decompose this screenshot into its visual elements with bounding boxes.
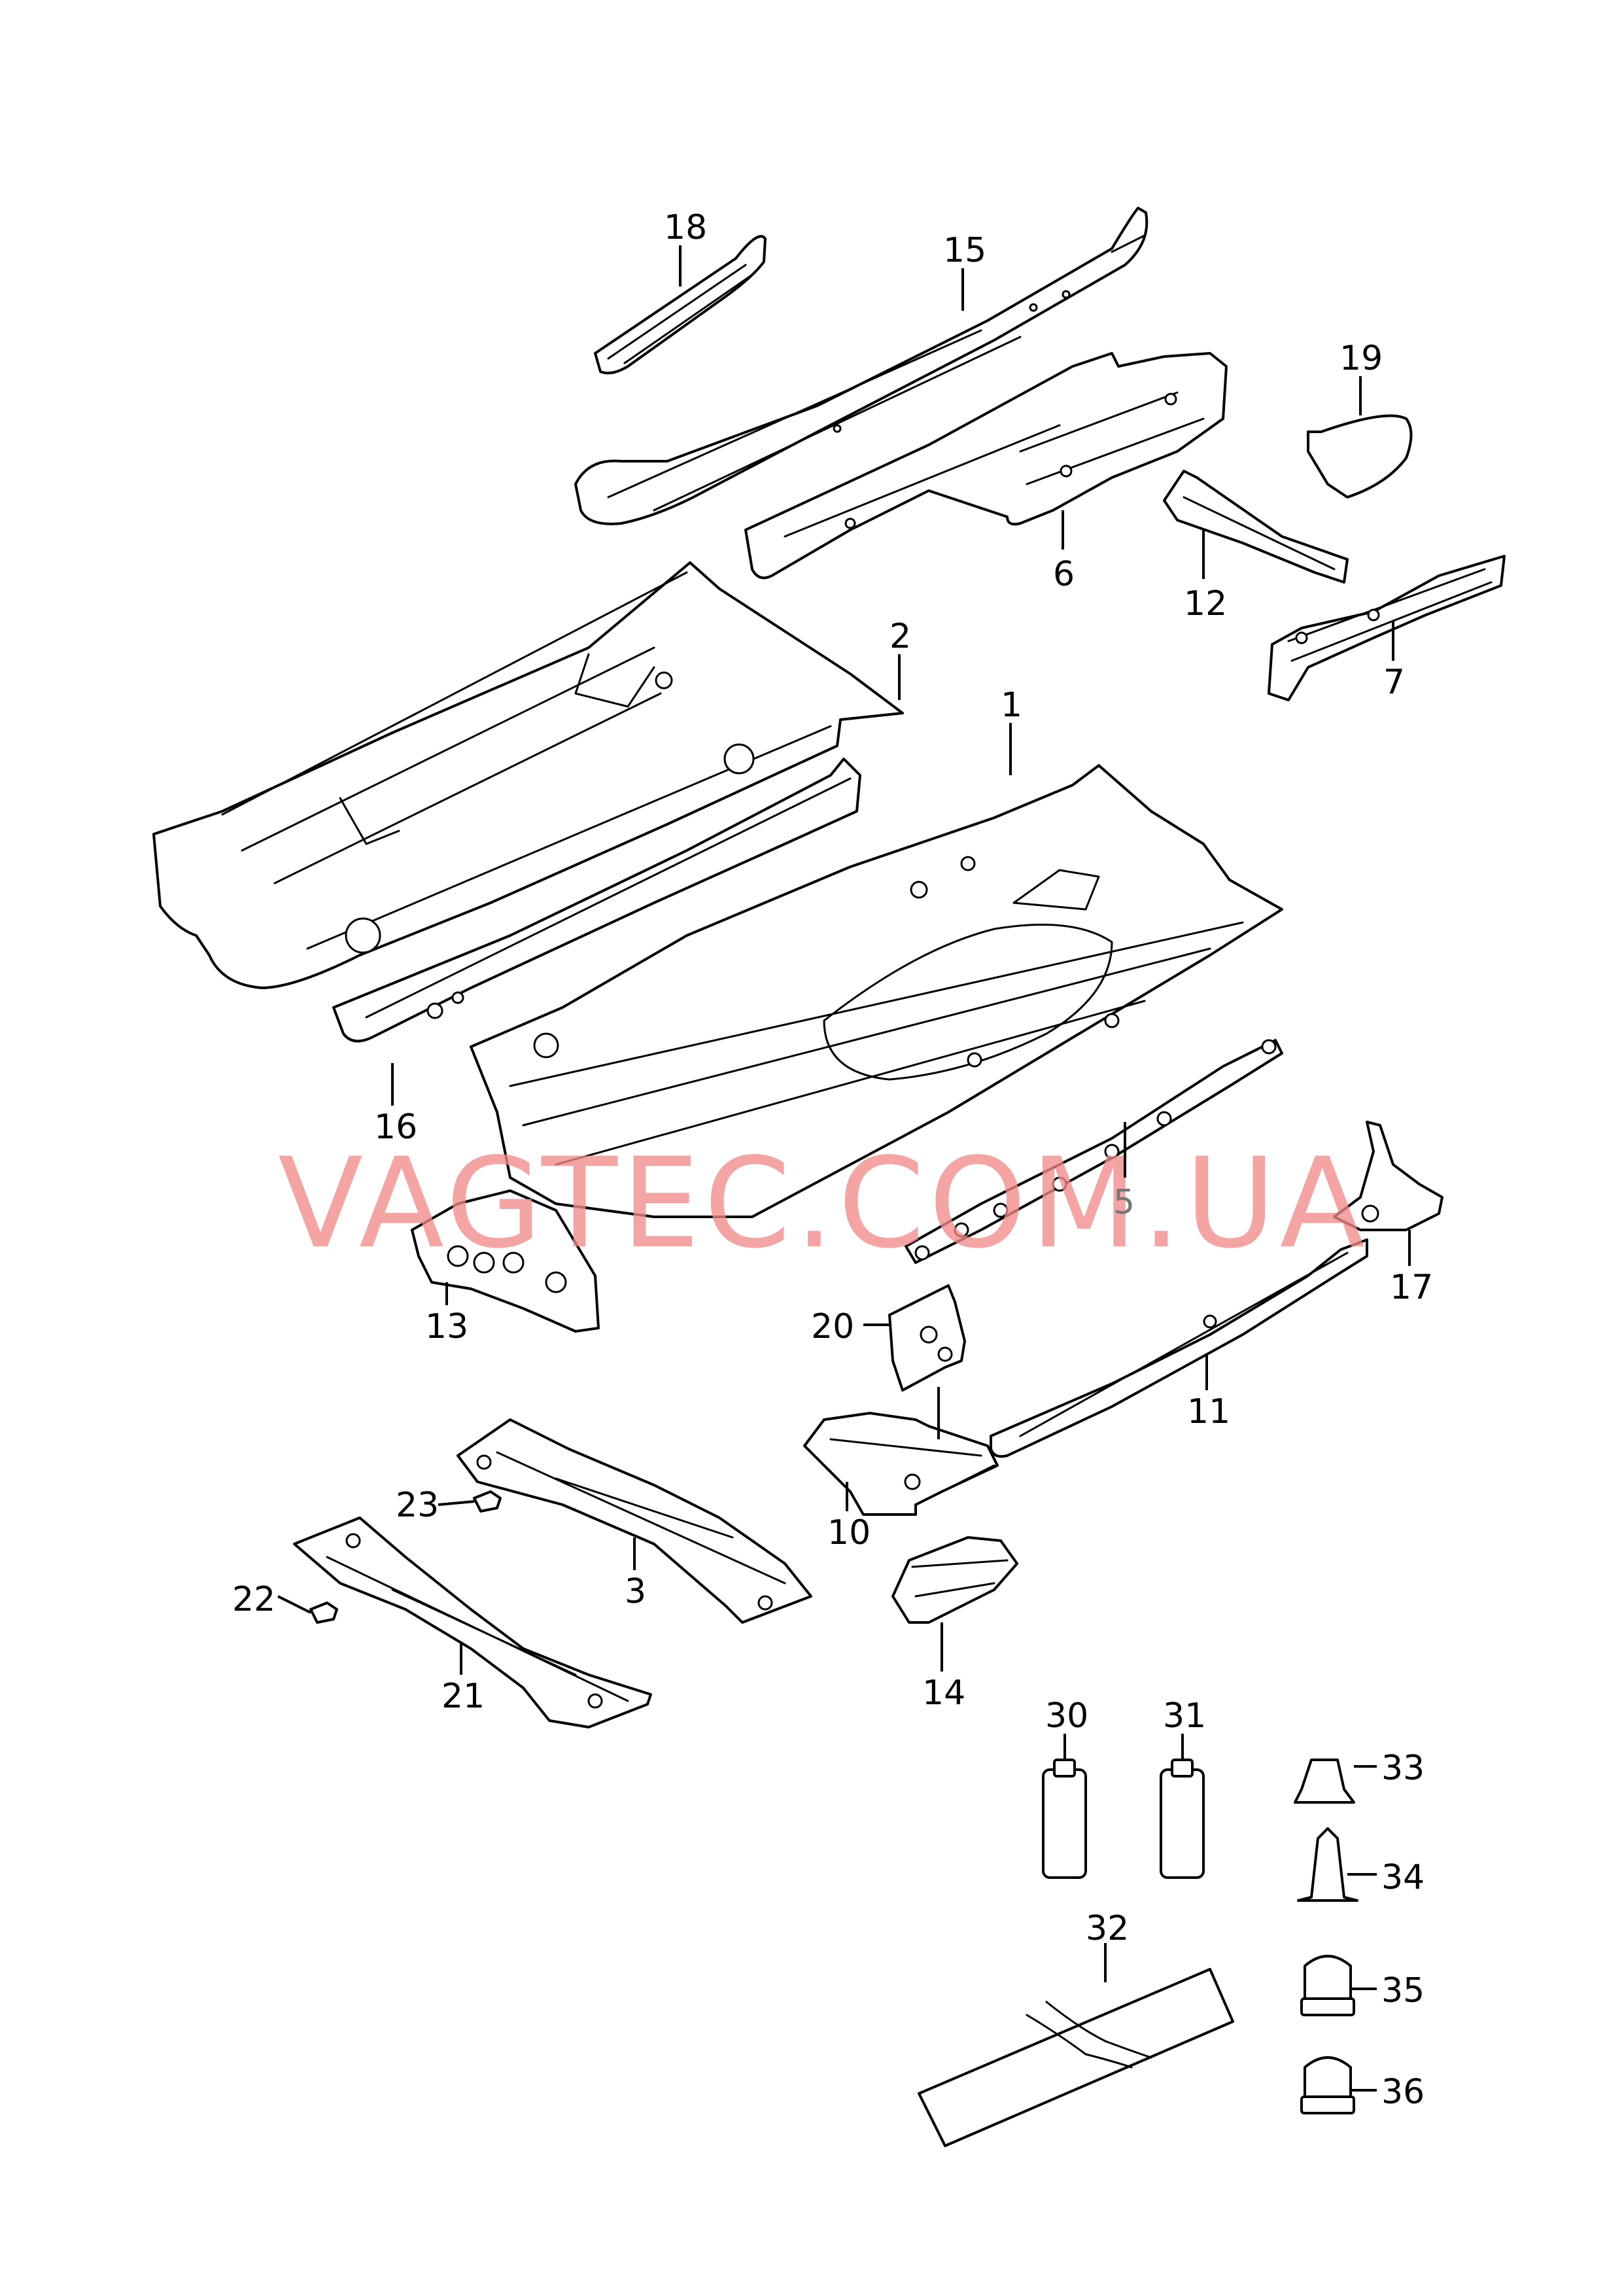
callout-6: 6 <box>1053 555 1075 594</box>
callout-19: 19 <box>1339 339 1383 378</box>
part-33-drawing <box>1294 1759 1355 1804</box>
callout-12: 12 <box>1184 584 1227 623</box>
callout-33: 33 <box>1381 1749 1425 1788</box>
part-6-drawing <box>744 352 1228 580</box>
callout-21: 21 <box>441 1677 485 1716</box>
part-12-drawing <box>1163 470 1349 584</box>
callout-35: 35 <box>1381 1971 1425 2010</box>
part-13-drawing <box>411 1189 600 1333</box>
callout-13: 13 <box>425 1307 468 1346</box>
callout-1: 1 <box>1001 686 1022 725</box>
part-31-drawing <box>1160 1759 1205 1879</box>
part-32-drawing <box>918 1968 1234 2147</box>
callout-16: 16 <box>374 1108 417 1147</box>
callout-32: 32 <box>1086 1909 1129 1948</box>
part-10-drawing <box>803 1412 999 1516</box>
part-35-drawing <box>1300 1955 1355 2016</box>
part-3-drawing <box>457 1418 812 1624</box>
callout-36: 36 <box>1381 2073 1425 2112</box>
callout-20: 20 <box>811 1307 854 1346</box>
callout-17: 17 <box>1390 1268 1433 1307</box>
part-18-drawing <box>594 235 767 375</box>
part-15-drawing <box>574 207 1149 525</box>
callout-labels: 18 15 19 6 12 7 2 1 16 5 17 13 20 11 10 … <box>232 208 1433 2112</box>
part-14-drawing <box>891 1536 1018 1624</box>
callout-34: 34 <box>1381 1858 1425 1897</box>
part-21-drawing <box>293 1516 652 1728</box>
part-11-drawing <box>990 1238 1368 1458</box>
part-17-drawing <box>1333 1121 1443 1231</box>
part-19-drawing <box>1307 414 1413 499</box>
callout-31: 31 <box>1163 1696 1206 1736</box>
watermark: VAGTEC.COM.UA <box>278 1131 1369 1276</box>
part-30-drawing <box>1042 1759 1087 1879</box>
callout-3: 3 <box>625 1572 646 1611</box>
callout-7: 7 <box>1383 663 1405 702</box>
callout-23: 23 <box>396 1486 439 1525</box>
callout-5: 5 <box>1113 1183 1135 1222</box>
part-36-drawing <box>1300 2056 1355 2114</box>
part-16-drawing <box>332 758 861 1043</box>
part-2-drawing <box>152 561 904 989</box>
part-23-drawing <box>473 1490 502 1513</box>
part-1-drawing <box>470 764 1283 1218</box>
part-22-drawing <box>309 1602 338 1624</box>
callout-14: 14 <box>922 1673 965 1713</box>
part-20-drawing <box>888 1284 966 1392</box>
part-7-drawing <box>1268 555 1506 701</box>
callout-18: 18 <box>664 208 707 247</box>
callout-22: 22 <box>232 1580 275 1619</box>
callout-30: 30 <box>1045 1696 1088 1736</box>
part-34-drawing <box>1297 1827 1358 1902</box>
callout-10: 10 <box>827 1513 871 1552</box>
callout-11: 11 <box>1187 1392 1230 1431</box>
leader-lines <box>277 245 1411 2092</box>
callout-2: 2 <box>890 617 911 656</box>
callout-15: 15 <box>943 231 986 270</box>
part-5-drawing <box>905 1039 1283 1264</box>
